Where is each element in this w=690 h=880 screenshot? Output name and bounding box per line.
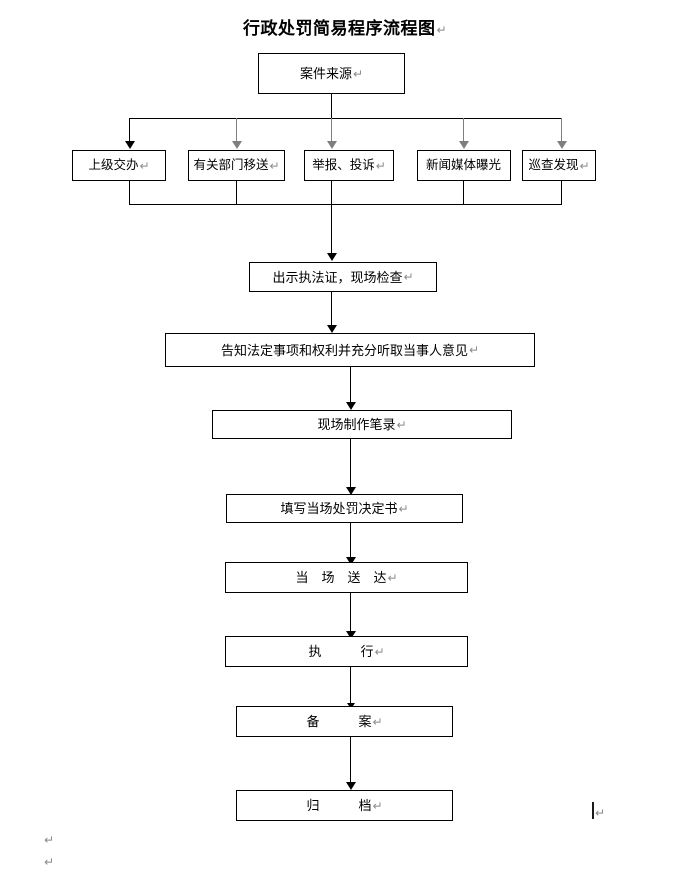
arrowhead-step1 [327, 253, 337, 261]
page-title-text: 行政处罚简易程序流程图 [242, 19, 436, 38]
arrowhead-step8 [346, 782, 356, 790]
connector-drop-b2 [236, 118, 237, 142]
connector-step7-to-step8 [350, 737, 351, 783]
connector-drop-b1 [129, 118, 130, 142]
pilcrow-mark: ↵ [139, 158, 150, 173]
node-label: 告知法定事项和权利并充分听取当事人意见 [220, 342, 468, 358]
node-label: 举报、投诉 [312, 158, 375, 173]
arrowhead-b4 [459, 141, 469, 149]
node-step-inform-rights[interactable]: 告知法定事项和权利并充分听取当事人意见↵ [165, 333, 535, 367]
connector-step3-to-step4 [350, 439, 351, 488]
node-step-on-site-delivery[interactable]: 当 场 送 达↵ [225, 562, 468, 593]
node-label: 有关部门移送 [193, 158, 269, 173]
pilcrow-mark: ↵ [269, 158, 280, 173]
connector-trunk-to-step1 [331, 204, 332, 254]
pilcrow-mark: ↵ [403, 270, 414, 284]
page-title: 行政处罚简易程序流程图↵ [0, 14, 690, 39]
node-label: 出示执法证，现场检查 [272, 269, 403, 285]
connector-merge-b1 [129, 181, 130, 204]
connector-step2-to-step3 [350, 367, 351, 403]
pilcrow-mark: ↵ [396, 417, 407, 432]
pilcrow-mark-right: ↵ [595, 806, 606, 820]
arrowhead-step6 [346, 631, 356, 639]
connector-step1-to-step2 [331, 292, 332, 326]
arrowhead-b5 [557, 141, 567, 149]
pilcrow-mark: ↵ [372, 714, 383, 729]
node-label: 案件来源 [299, 66, 352, 81]
connector-merge-b5 [561, 181, 562, 204]
arrowhead-b3 [327, 141, 337, 149]
node-label: 现场制作笔录 [317, 417, 396, 432]
arrowhead-step4 [346, 487, 356, 495]
connector-step6-to-step7 [350, 667, 351, 709]
pilcrow-mark-bottom-2: ↵ [44, 855, 55, 869]
node-branch-media-exposure[interactable]: 新闻媒体曝光 [417, 150, 511, 181]
connector-drop-b4 [463, 118, 464, 142]
connector-merge-b4 [463, 181, 464, 204]
node-branch-superior-assignment[interactable]: 上级交办↵ [72, 150, 166, 181]
arrowhead-b1 [125, 141, 135, 149]
node-step-archive[interactable]: 归 档↵ [236, 790, 453, 821]
connector-step4-to-step5 [350, 523, 351, 561]
pilcrow-mark: ↵ [352, 66, 364, 81]
arrowhead-step5 [346, 557, 356, 565]
connector-step5-to-step6 [350, 593, 351, 635]
pilcrow-mark: ↵ [436, 23, 448, 37]
node-case-source[interactable]: 案件来源↵ [258, 53, 405, 94]
node-step-fill-penalty-decision[interactable]: 填写当场处罚决定书↵ [226, 494, 463, 523]
connector-distribution-bar [129, 118, 562, 119]
pilcrow-mark: ↵ [579, 158, 590, 173]
node-label: 填写当场处罚决定书 [280, 501, 398, 516]
connector-drop-b5 [561, 118, 562, 142]
node-label: 归 档 [306, 798, 372, 813]
connector-drop-b3 [331, 118, 332, 142]
pilcrow-mark-bottom-1: ↵ [44, 833, 55, 847]
arrowhead-step2 [327, 325, 337, 333]
pilcrow-mark: ↵ [372, 798, 383, 813]
node-step-filing-record[interactable]: 备 案↵ [236, 706, 453, 737]
node-branch-report-complaint[interactable]: 举报、投诉↵ [304, 150, 394, 181]
node-label: 巡查发现 [528, 158, 579, 173]
connector-merge-b2 [236, 181, 237, 204]
node-step-make-record[interactable]: 现场制作笔录↵ [212, 410, 512, 439]
connector-source-stem [331, 94, 332, 118]
node-step-execution[interactable]: 执 行↵ [225, 636, 468, 667]
pilcrow-mark: ↵ [387, 570, 398, 585]
node-label: 当 场 送 达 [295, 570, 387, 585]
pilcrow-mark: ↵ [468, 343, 480, 357]
node-step-show-credentials-inspect[interactable]: 出示执法证，现场检查↵ [249, 262, 437, 292]
connector-merge-b3 [331, 181, 332, 204]
text-cursor [592, 802, 594, 819]
pilcrow-mark: ↵ [398, 501, 409, 516]
node-label: 新闻媒体曝光 [425, 158, 501, 173]
node-label: 执 行 [308, 644, 374, 659]
arrowhead-step3 [346, 402, 356, 410]
arrowhead-b2 [232, 141, 242, 149]
node-label: 上级交办 [88, 158, 139, 173]
node-branch-patrol-discovery[interactable]: 巡查发现↵ [522, 150, 596, 181]
connector-merge-bar [129, 204, 562, 205]
pilcrow-mark: ↵ [375, 158, 386, 173]
node-label: 备 案 [306, 714, 372, 729]
node-branch-department-transfer[interactable]: 有关部门移送↵ [188, 150, 285, 181]
pilcrow-mark: ↵ [374, 644, 385, 659]
